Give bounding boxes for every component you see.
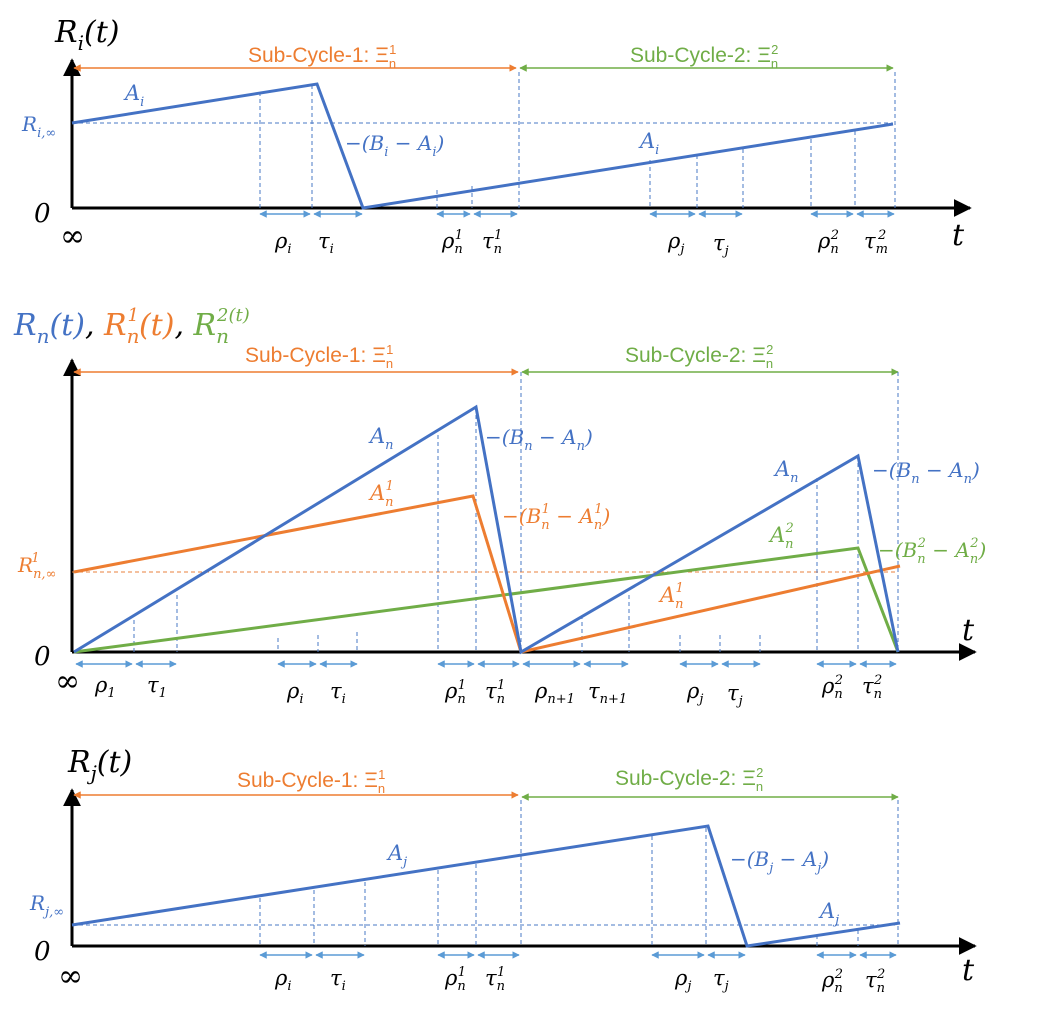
- panel-2: Rn(t), Rn1(t), Rn2(t) 0 ∞ t Sub-Cycle-1:…: [13, 305, 986, 709]
- panel2-slope-2: −(Bn1 − An1): [502, 502, 610, 533]
- panel2-an2-label: An2: [768, 521, 794, 552]
- panel1-infty: ∞: [60, 219, 85, 254]
- panel3-tick-rho-n2: ρn2: [821, 967, 843, 996]
- panel2-slope-4: −(Bn2 − An2): [878, 536, 986, 567]
- panel2-tick-rho-i: ρi: [286, 679, 304, 707]
- panel2-curve-orange: [73, 494, 901, 654]
- panel1-tick-rho-j: ρj: [667, 229, 684, 257]
- panel2-zero: 0: [34, 642, 51, 672]
- panel2-slope-1: −(Bn − An): [485, 425, 593, 454]
- panel1-tick-tau-j: τj: [713, 231, 729, 259]
- panel3-infty: ∞: [58, 959, 83, 994]
- panel3-tick-tau-j: τj: [713, 966, 729, 994]
- panel1-tick-rho-n1: ρn1: [441, 228, 463, 257]
- panel1-t-label: t: [952, 218, 965, 253]
- panel1-subcycle2-label: Sub-Cycle-2: Ξn2: [630, 42, 778, 71]
- panel2-infty: ∞: [55, 664, 80, 699]
- panel2-curve-green: [73, 546, 900, 654]
- panel-3: Rj(t) 0 ∞ t Sub-Cycle-1: Ξn1 Sub-Cycle-2…: [29, 745, 977, 996]
- panel2-tick-rho-j: ρj: [686, 679, 703, 707]
- panel1-tick-rho-n2: ρn2: [817, 228, 839, 257]
- panel2-tick-tau-i: τi: [330, 679, 346, 707]
- panel2-tick-tau-n1: τn1: [485, 678, 505, 707]
- panel2-tick-tau-1: τ1: [147, 673, 167, 701]
- panel2-tick-tau-n2: τn2: [862, 673, 882, 702]
- panel2-curve-blue: [73, 404, 900, 655]
- panel3-tick-tau-n1: τn1: [485, 965, 505, 994]
- panel1-ai-label-1: Ai: [123, 81, 144, 110]
- panel-1: Ri(t) 0 ∞ t Sub-Cycle-1: Ξn1 Sub-Cycle-2…: [21, 15, 972, 259]
- panel3-slope-label: −(Bj − Aj): [730, 847, 829, 876]
- panel3-ylabel: Rj(t): [67, 745, 132, 785]
- panel1-subcycle1-label: Sub-Cycle-1: Ξn1: [248, 42, 396, 71]
- panel1-tick-tau-i: τi: [318, 229, 334, 257]
- panel3-curve-rj: [71, 824, 901, 948]
- panel2-tick-rho-1: ρ1: [94, 673, 116, 701]
- panel1-tick-tau-n1: τn1: [482, 228, 502, 257]
- panel2-tick-tau-j: τj: [727, 681, 743, 709]
- panel1-curve-ri: [71, 82, 894, 210]
- panel3-subcycle2-label: Sub-Cycle-2: Ξn2: [615, 765, 763, 794]
- panel2-t-label: t: [962, 613, 975, 648]
- panel1-ai-label-2: Ai: [638, 129, 659, 158]
- panel1-rinf-label: Ri,∞: [21, 112, 56, 141]
- panel3-rinf-label: Rj,∞: [29, 891, 64, 920]
- panel2-tick-tau-n+1: τn+1: [588, 679, 627, 707]
- panel2-an-label-1: An: [368, 424, 394, 453]
- panel2-rinf-label: Rn,∞1: [17, 551, 56, 582]
- panel1-tick-rho-i: ρi: [274, 229, 292, 257]
- panel2-an-label-2: An: [773, 457, 799, 486]
- panel2-tick-labels: ρ1 τ1 ρi τi ρn1 τn1 ρn+1 τn+1 ρj τj ρn2 …: [94, 673, 882, 709]
- panel3-t-label: t: [962, 953, 975, 988]
- panel1-ylabel: Ri(t): [54, 15, 119, 55]
- panel3-tick-rho-i: ρi: [274, 966, 292, 994]
- panel1-zero: 0: [34, 199, 51, 229]
- panel2-slope-3: −(Bn − An): [872, 458, 980, 487]
- panel3-tick-tau-n2: τn2: [865, 967, 885, 996]
- panel3-aj-label-1: Aj: [386, 841, 407, 870]
- panel3-zero: 0: [34, 937, 51, 967]
- panel3-tick-rho-j: ρj: [674, 966, 691, 994]
- panel1-tick-tau-m2: τm2: [864, 228, 888, 257]
- panel2-an1-label: An1: [368, 479, 394, 510]
- panel2-an1-label-2: An1: [658, 581, 684, 612]
- panel3-subcycle1-label: Sub-Cycle-1: Ξn1: [237, 767, 385, 796]
- panel2-tick-rho-n+1: ρn+1: [534, 679, 575, 707]
- panel1-tick-labels: ρi τi ρn1 τn1 ρj τj ρn2 τm2: [274, 228, 888, 259]
- panel3-tick-tau-i: τi: [330, 966, 346, 994]
- panel3-tick-rho-n1: ρn1: [444, 965, 466, 994]
- panel3-aj-label-2: Aj: [818, 899, 839, 928]
- panel2-tick-rho-n1: ρn1: [444, 678, 466, 707]
- panel2-subcycle1-label: Sub-Cycle-1: Ξn1: [245, 342, 393, 371]
- panel3-tick-labels: ρi τi ρn1 τn1 ρj τj ρn2 τn2: [274, 965, 885, 996]
- panel1-slope-label: −(Bi − Ai): [345, 131, 444, 160]
- panel2-subcycle2-label: Sub-Cycle-2: Ξn2: [625, 342, 773, 371]
- panel2-ylabel: Rn(t), Rn1(t), Rn2(t): [13, 305, 250, 348]
- panel2-tick-rho-n2: ρn2: [821, 673, 843, 702]
